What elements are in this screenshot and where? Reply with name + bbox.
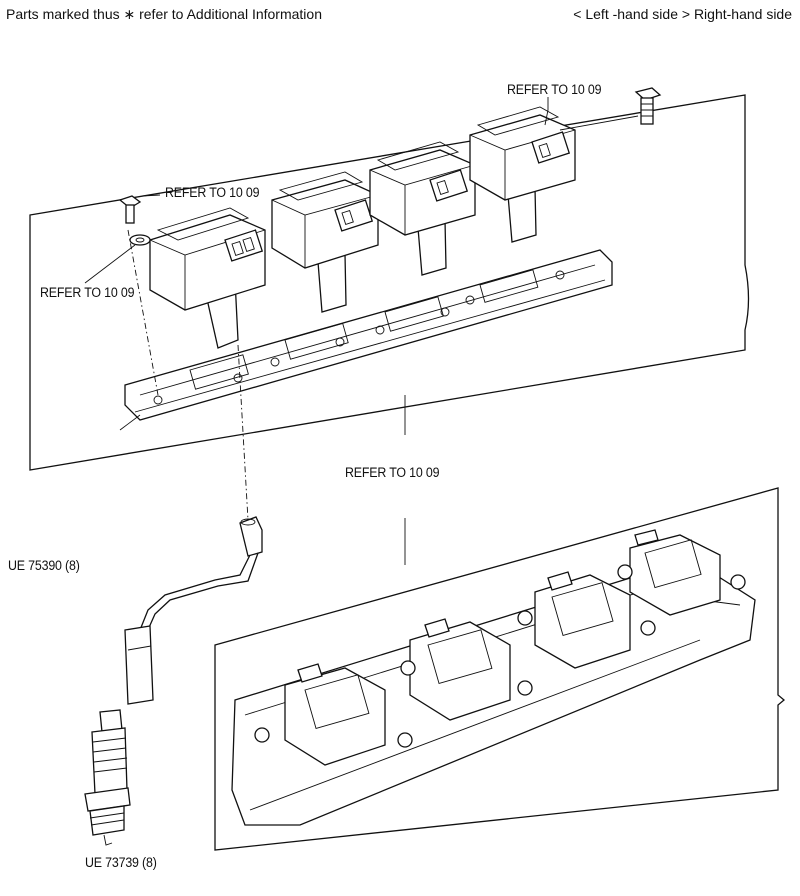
callout-refer-washer: REFER TO 10 09 <box>40 285 135 300</box>
plate-holes <box>153 270 565 405</box>
callout-refer-center: REFER TO 10 09 <box>345 465 440 480</box>
ignition-coil-1 <box>149 207 266 349</box>
ignition-coil-4 <box>469 106 576 243</box>
washer <box>129 234 151 246</box>
upper-panel-frame <box>29 94 750 471</box>
ignition-coil-3 <box>369 141 476 276</box>
ignition-lead <box>124 516 263 705</box>
bolt-left <box>118 195 142 224</box>
spark-plug <box>84 709 131 846</box>
bolt-right <box>634 87 662 125</box>
part-number-lead: UE 75390 (8) <box>8 558 80 573</box>
ignition-coil-2 <box>271 171 379 313</box>
lower-coil-pack <box>231 529 756 826</box>
callout-refer-top-right: REFER TO 10 09 <box>507 82 602 97</box>
additional-info-note: Parts marked thus ∗ refer to Additional … <box>6 6 322 22</box>
part-number-spark-plug: UE 73739 (8) <box>85 855 157 870</box>
callout-refer-bolt-left: REFER TO 10 09 <box>165 185 260 200</box>
side-legend: < Left -hand side > Right-hand side <box>573 6 792 22</box>
upper-mounting-plate <box>124 249 613 421</box>
lower-panel-frame <box>214 487 786 851</box>
plate-apertures <box>189 269 539 390</box>
